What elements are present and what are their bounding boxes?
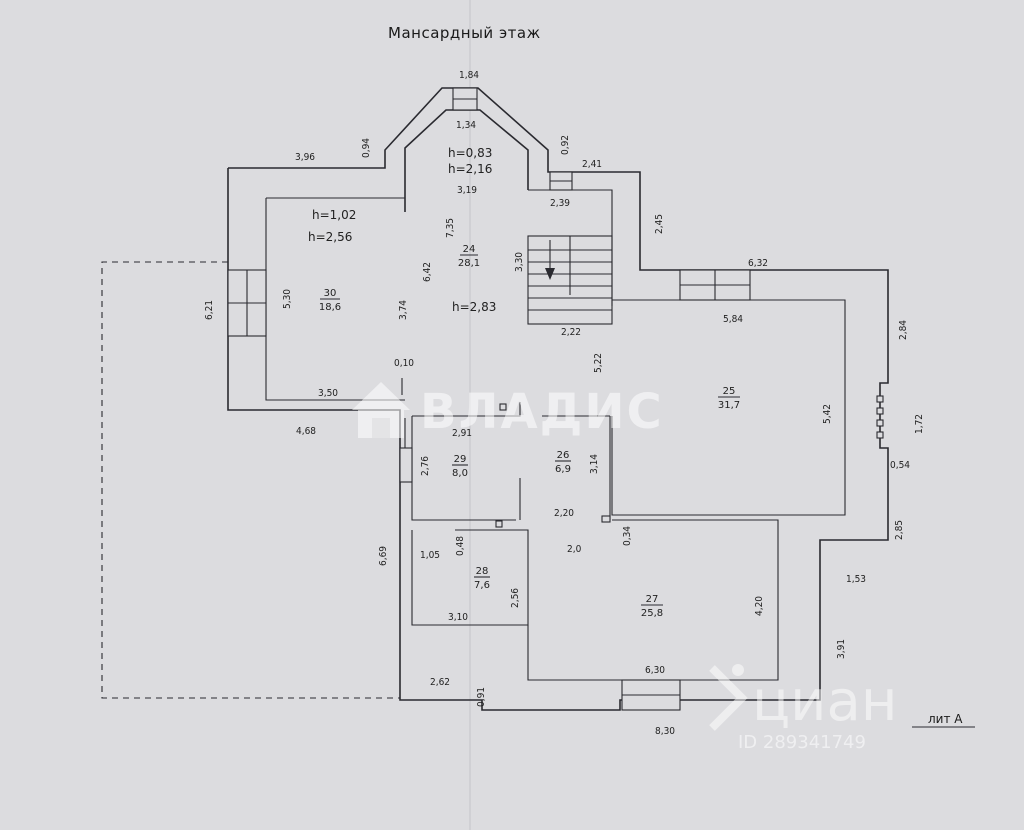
dim-label: 5,30: [282, 289, 293, 309]
dim-label: 4,68: [296, 426, 316, 437]
dim-label: 2,76: [420, 456, 431, 476]
dim-label: 3,14: [589, 454, 600, 474]
dim-label: 8,30: [655, 726, 675, 737]
dim-label: 2,20: [554, 508, 574, 519]
dim-label: 6,21: [204, 300, 215, 320]
dim-label: 2,45: [654, 214, 665, 234]
dim-label: 4,20: [754, 596, 765, 616]
dim-label: 1,05: [420, 550, 440, 561]
dim-label: 1,34: [456, 120, 476, 131]
room-area: 31,7: [718, 400, 740, 411]
dim-label: 0,94: [361, 138, 372, 158]
dim-label: 0,10: [394, 358, 414, 369]
room-number: 25: [723, 386, 736, 397]
dim-label: 3,50: [318, 388, 338, 399]
dim-label: 2,41: [582, 159, 602, 170]
cian-watermark: циан ID 289341749: [709, 664, 897, 753]
room-area: 6,9: [555, 464, 571, 475]
height-labels: h=0,83 h=2,16 h=1,02 h=2,56 h=2,83: [308, 146, 496, 314]
dim-label: 0,92: [560, 135, 571, 155]
room-area: 18,6: [319, 302, 341, 313]
cian-logo-text: циан: [752, 669, 897, 734]
room-number: 27: [646, 594, 659, 605]
dim-label: 5,42: [822, 404, 833, 424]
dim-label: 3,30: [514, 252, 525, 272]
room-area: 25,8: [641, 608, 663, 619]
plan-title: Мансардный этаж: [388, 24, 541, 42]
dim-label: 2,85: [894, 520, 905, 540]
dim-label: 6,69: [378, 546, 389, 566]
dim-label: 2,0: [567, 544, 582, 555]
room-labels: 24 28,1 30 18,6 25 31,7 29 8,0 26 6,9 28…: [319, 244, 740, 619]
dim-label: 6,32: [748, 258, 768, 269]
dim-label: 7,35: [445, 218, 456, 238]
room-30: 30 18,6: [319, 288, 341, 313]
dim-label: 2,91: [452, 428, 472, 439]
dim-label: 0,91: [476, 687, 487, 707]
height-label: h=2,83: [452, 300, 496, 314]
height-label: h=2,16: [448, 162, 492, 176]
room-area: 7,6: [474, 580, 490, 591]
dim-label: 2,84: [898, 320, 909, 340]
room-24: 24 28,1: [458, 244, 480, 269]
room-number: 26: [557, 450, 570, 461]
dim-label: 1,84: [459, 70, 479, 81]
room-number: 30: [324, 288, 337, 299]
dim-label: 3,74: [398, 300, 409, 320]
room-29: 29 8,0: [452, 454, 468, 479]
room-area: 8,0: [452, 468, 468, 479]
room-area: 28,1: [458, 258, 480, 269]
dim-label: 5,84: [723, 314, 743, 325]
dim-label: 6,30: [645, 665, 665, 676]
house-logo-icon: [352, 382, 410, 438]
dim-label: 6,42: [422, 262, 433, 282]
room-28: 28 7,6: [474, 566, 490, 591]
dim-label: 2,22: [561, 327, 581, 338]
dim-label: 2,39: [550, 198, 570, 209]
room-number: 24: [463, 244, 476, 255]
dim-label: 0,34: [622, 526, 633, 546]
sheet-label: лит А: [928, 712, 963, 726]
windows: [227, 87, 884, 711]
height-label: h=1,02: [312, 208, 356, 222]
dim-label: 3,10: [448, 612, 468, 623]
dim-label: 1,72: [914, 414, 925, 434]
height-label: h=2,56: [308, 230, 352, 244]
dim-label: 3,91: [836, 639, 847, 659]
vladis-logo-text: ВЛАДИС: [420, 384, 664, 440]
dim-label: 2,62: [430, 677, 450, 688]
room-number: 29: [454, 454, 467, 465]
room-number: 28: [476, 566, 489, 577]
dim-label: 0,54: [890, 460, 910, 471]
terrace-outline: [101, 261, 400, 699]
dimension-labels: 1,84 1,34 0,94 3,96 0,92 2,41 3,19 2,39 …: [204, 70, 925, 737]
room-27: 27 25,8: [641, 594, 663, 619]
dim-label: 1,53: [846, 574, 866, 585]
dim-label: 3,96: [295, 152, 315, 163]
dim-label: 3,19: [457, 185, 477, 196]
listing-id-text: ID 289341749: [738, 732, 866, 753]
room-26: 26 6,9: [555, 450, 571, 475]
vladis-watermark: ВЛАДИС: [352, 382, 664, 440]
staircase: [527, 235, 613, 325]
dim-label: 2,56: [510, 588, 521, 608]
dim-label: 0,48: [455, 536, 466, 556]
dim-label: 5,22: [593, 353, 604, 373]
cian-logo-icon: [709, 664, 748, 731]
room-25: 25 31,7: [718, 386, 740, 411]
height-label: h=0,83: [448, 146, 492, 160]
